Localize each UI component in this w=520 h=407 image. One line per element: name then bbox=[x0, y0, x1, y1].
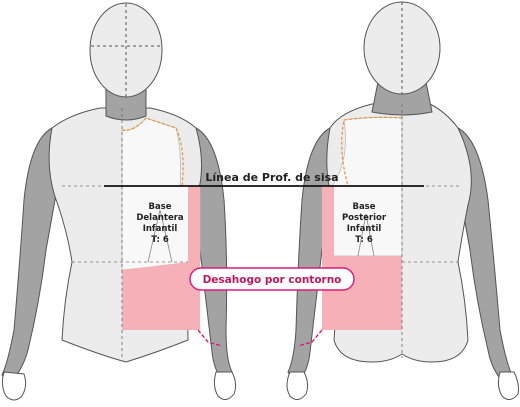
svg-text:Delantera: Delantera bbox=[136, 213, 184, 223]
callout-connector-back bbox=[297, 329, 323, 347]
back-block-label: Base Posterior Infantil T: 6 bbox=[342, 202, 387, 245]
back-figure bbox=[286, 1, 519, 400]
callout-connector-front bbox=[197, 329, 223, 347]
svg-text:Infantil: Infantil bbox=[143, 224, 178, 234]
svg-text:T: 6: T: 6 bbox=[355, 235, 373, 245]
callout-pill bbox=[189, 267, 355, 291]
svg-text:Base: Base bbox=[352, 202, 375, 212]
svg-text:T: 6: T: 6 bbox=[151, 235, 169, 245]
back-left-hand bbox=[286, 371, 309, 400]
svg-text:Posterior: Posterior bbox=[342, 213, 387, 223]
front-left-hand bbox=[1, 371, 27, 401]
svg-text:Infantil: Infantil bbox=[347, 224, 382, 234]
armhole-depth-label: Línea de Prof. de sisa bbox=[205, 171, 338, 184]
front-pattern-outline bbox=[121, 117, 184, 187]
svg-text:Base: Base bbox=[148, 202, 171, 212]
front-head bbox=[89, 2, 163, 98]
back-right-hand bbox=[497, 371, 519, 400]
front-block-label: Base Delantera Infantil T: 6 bbox=[136, 202, 184, 245]
back-ease-area bbox=[322, 186, 402, 330]
front-neck bbox=[105, 87, 147, 121]
ease-callout: Desahogo por contorno bbox=[189, 267, 355, 291]
front-ease-area bbox=[122, 186, 200, 330]
front-figure bbox=[1, 2, 237, 401]
front-right-hand bbox=[213, 371, 237, 400]
callout-label: Desahogo por contorno bbox=[203, 274, 342, 286]
front-left-arm bbox=[1, 127, 65, 386]
